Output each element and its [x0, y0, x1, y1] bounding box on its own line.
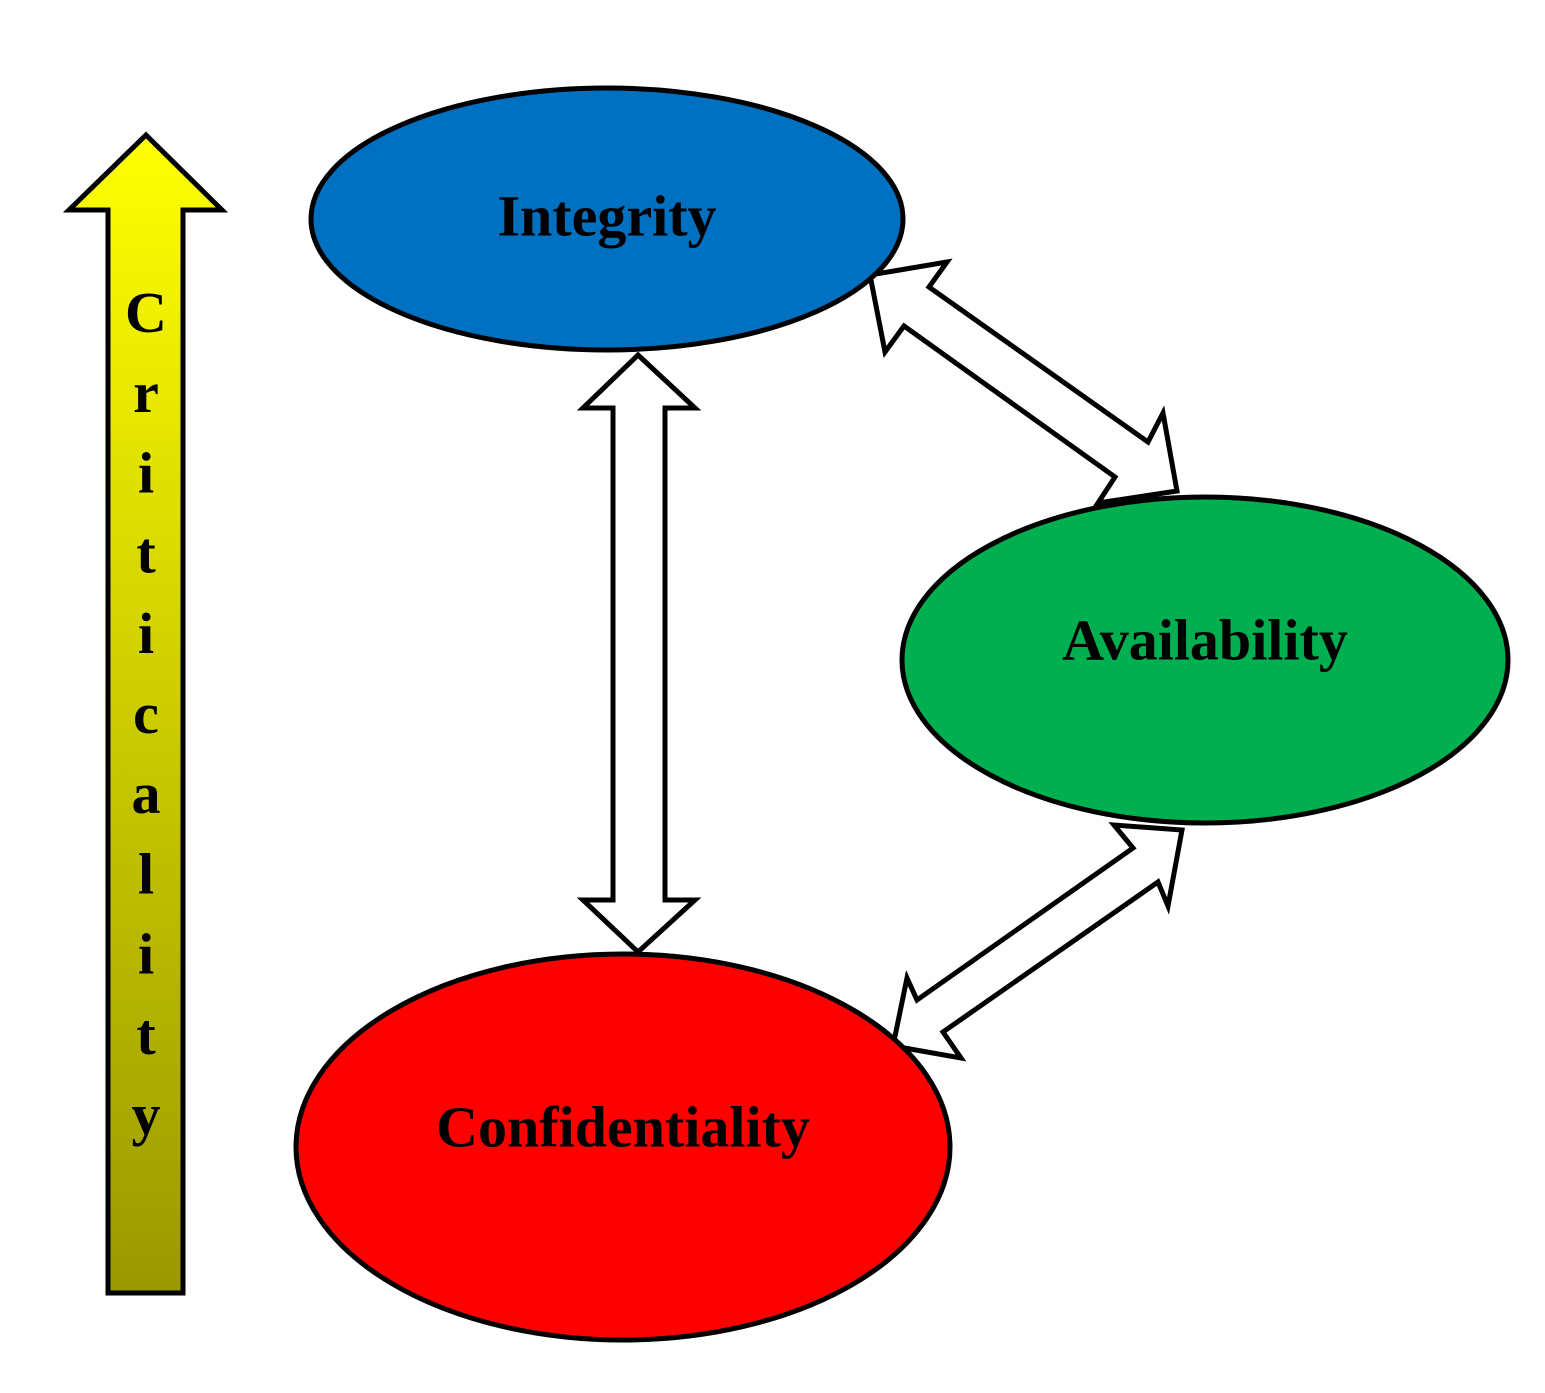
- confidentiality-label: Confidentiality: [436, 1094, 810, 1159]
- criticality-letter: y: [132, 1082, 161, 1147]
- criticality-letter: r: [133, 360, 159, 425]
- connector-availability-confidentiality: [890, 822, 1185, 1062]
- double-arrow-icon: [576, 351, 702, 956]
- availability-label: Availability: [1062, 607, 1348, 672]
- criticality-letter: c: [133, 681, 159, 746]
- connector-integrity-confidentiality: [576, 351, 702, 956]
- criticality-letter: C: [125, 280, 167, 345]
- criticality-letter: l: [138, 841, 154, 906]
- criticality-letter: t: [136, 521, 156, 586]
- confidentiality-ellipse: [293, 951, 953, 1343]
- criticality-letter: i: [138, 440, 154, 505]
- integrity-ellipse: [308, 85, 906, 353]
- criticality-arrow-icon: [62, 131, 229, 1296]
- node-availability: Availability: [899, 494, 1511, 826]
- criticality-letter: i: [138, 601, 154, 666]
- node-integrity: Integrity: [308, 85, 906, 353]
- double-arrow-icon: [890, 822, 1185, 1062]
- criticality-letter: i: [138, 922, 154, 987]
- availability-ellipse: [899, 494, 1511, 826]
- criticality-letter: a: [132, 761, 161, 826]
- integrity-label: Integrity: [497, 183, 716, 248]
- node-confidentiality: Confidentiality: [293, 951, 953, 1343]
- double-arrow-icon: [867, 258, 1180, 507]
- connector-integrity-availability: [867, 258, 1180, 507]
- criticality-letter: t: [136, 1002, 156, 1067]
